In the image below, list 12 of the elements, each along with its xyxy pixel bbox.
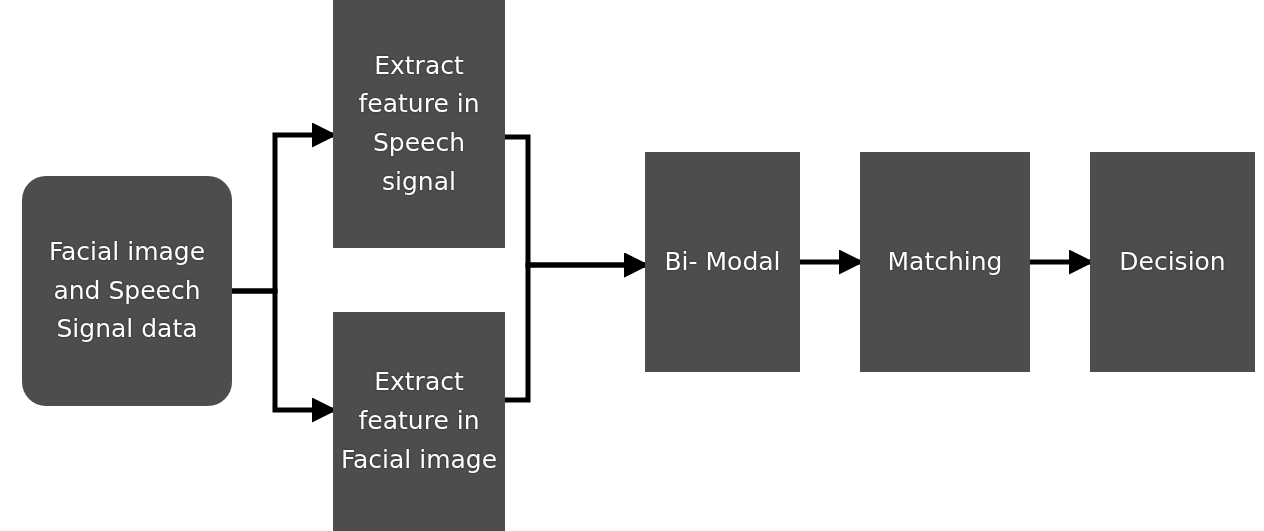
process-box <box>645 152 800 372</box>
node-label: Extract feature in Speech signal <box>357 49 481 198</box>
process-box <box>333 0 505 248</box>
process-box <box>1090 152 1255 372</box>
node-label: Facial image and Speech Signal data <box>47 235 207 346</box>
input-box <box>22 176 232 406</box>
process-box <box>333 312 505 531</box>
process-box <box>860 152 1030 372</box>
node-label: Bi- Modal <box>664 245 781 278</box>
node-label: Extract feature in Facial image <box>339 366 499 476</box>
node-label: Matching <box>887 245 1003 278</box>
node-label: Decision <box>1119 245 1226 278</box>
